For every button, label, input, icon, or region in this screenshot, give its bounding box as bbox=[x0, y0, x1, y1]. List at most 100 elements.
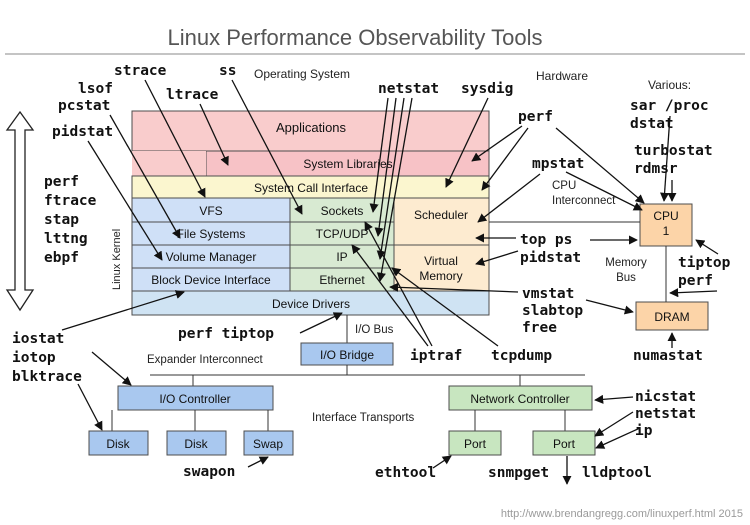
arrow-sysdig bbox=[445, 97, 489, 188]
interface-transports-label: Interface Transports bbox=[312, 412, 415, 424]
tool-arrows bbox=[61, 79, 719, 485]
system-libraries-label: System Libraries bbox=[303, 157, 392, 171]
arrow-perf-syscall bbox=[481, 127, 529, 191]
arrow-strace bbox=[144, 79, 206, 198]
arrow-iptraf-tcp bbox=[364, 221, 433, 347]
sockets-label: Sockets bbox=[321, 204, 364, 218]
tool-lsof: lsof bbox=[78, 81, 113, 97]
arrow-netstat-sockets bbox=[369, 97, 389, 213]
tool-snmpget: snmpget bbox=[488, 465, 549, 481]
port-1-box bbox=[448, 430, 502, 456]
arrow-iptraf-ip bbox=[351, 244, 429, 347]
tool-perf-tiptop: perf tiptop bbox=[178, 326, 274, 342]
port-2-label: Port bbox=[553, 437, 576, 451]
io-controller-box bbox=[117, 385, 274, 411]
tool-iptraf: iptraf bbox=[410, 348, 462, 364]
os-region-label: Operating System bbox=[254, 67, 350, 81]
diagram-title: Linux Performance Observability Tools bbox=[168, 25, 543, 50]
arrow-netstat-ip bbox=[376, 97, 405, 260]
arrow-ss bbox=[231, 79, 303, 215]
device-drivers-label: Device Drivers bbox=[272, 297, 350, 311]
block-device-interface-label: Block Device Interface bbox=[151, 273, 271, 287]
disk-2-label: Disk bbox=[184, 437, 208, 451]
tool-strace: strace bbox=[114, 63, 167, 79]
io-controller-label: I/O Controller bbox=[159, 392, 230, 406]
network-controller-box bbox=[448, 385, 593, 411]
io-bus-label: I/O Bus bbox=[355, 324, 394, 336]
io-bridge-label: I/O Bridge bbox=[320, 348, 374, 362]
arrow-ethtool bbox=[432, 455, 452, 469]
arrow-mpstat-scheduler bbox=[477, 173, 541, 223]
tool-sysdig: sysdig bbox=[461, 81, 513, 97]
tool-netstat: netstat bbox=[378, 81, 439, 97]
tool-pidstat-left: pidstat bbox=[52, 124, 113, 140]
tool-perf-top: perf bbox=[518, 109, 553, 125]
various-label: Various: bbox=[648, 78, 691, 92]
tool-ethtool: ethtool bbox=[375, 465, 436, 481]
tool-swapon: swapon bbox=[183, 464, 235, 480]
arrow-swapon bbox=[247, 456, 269, 468]
arrow-perf-libraries bbox=[471, 125, 523, 162]
arrow-iostat-block bbox=[61, 290, 185, 331]
tcp-udp-label: TCP/UDP bbox=[316, 227, 369, 241]
arrow-blktrace-disk bbox=[77, 383, 103, 431]
arrow-ip-port bbox=[595, 427, 641, 449]
volume-manager-label: Volume Manager bbox=[166, 250, 257, 264]
swap-box bbox=[243, 430, 294, 456]
network-controller-label: Network Controller bbox=[470, 392, 569, 406]
tool-ss: ss bbox=[219, 63, 236, 79]
disk-1-label: Disk bbox=[106, 437, 130, 451]
linux-kernel-label: Linux Kernel bbox=[111, 229, 123, 290]
tool-mpstat: mpstat bbox=[532, 156, 584, 172]
arrow-netstat-tcp bbox=[374, 97, 397, 237]
swap-label: Swap bbox=[253, 437, 283, 451]
arrow-netstat-port bbox=[594, 411, 634, 437]
arrow-pcstat bbox=[109, 114, 181, 239]
port-1-label: Port bbox=[464, 437, 487, 451]
arrow-tcpdump bbox=[391, 267, 499, 347]
tool-tcpdump: tcpdump bbox=[491, 348, 552, 364]
arrow-vmstat-dram bbox=[585, 299, 634, 315]
port-2-box bbox=[532, 430, 596, 456]
file-systems-label: File Systems bbox=[177, 227, 246, 241]
os-stack: Applications System Libraries System Cal… bbox=[131, 110, 490, 316]
arrow-perf-cpu bbox=[555, 127, 645, 204]
arrow-sar-cpu bbox=[660, 115, 671, 202]
hardware-region-label: Hardware bbox=[536, 69, 588, 83]
arrow-perf-tiptop bbox=[299, 312, 343, 334]
arrow-pidstat-vm bbox=[475, 250, 519, 266]
expander-interconnect-label: Expander Interconnect bbox=[147, 354, 264, 366]
arrow-tiptop-cpu bbox=[695, 239, 719, 255]
applications-label: Applications bbox=[276, 120, 347, 135]
system-libraries-layer bbox=[205, 150, 490, 177]
ethernet-label: Ethernet bbox=[319, 273, 365, 287]
tool-numastat: numastat bbox=[633, 348, 703, 364]
arrow-ltrace bbox=[199, 103, 229, 166]
arrow-iotop-iocontroller bbox=[91, 351, 132, 386]
disk-2-box bbox=[166, 430, 227, 456]
applications-extension bbox=[132, 151, 206, 176]
footer-url: http://www.brendangregg.com/linuxperf.ht… bbox=[501, 508, 743, 520]
arrow-mpstat-cpu bbox=[565, 171, 643, 211]
tool-ltrace: ltrace bbox=[166, 87, 219, 103]
vfs-label: VFS bbox=[199, 204, 222, 218]
tool-pcstat: pcstat bbox=[58, 98, 110, 114]
disk-1-box bbox=[88, 430, 149, 456]
ip-label: IP bbox=[336, 250, 347, 264]
dram-box bbox=[635, 301, 709, 331]
arrow-nicstat-controller bbox=[594, 394, 634, 404]
arrow-pidstat bbox=[87, 140, 163, 261]
